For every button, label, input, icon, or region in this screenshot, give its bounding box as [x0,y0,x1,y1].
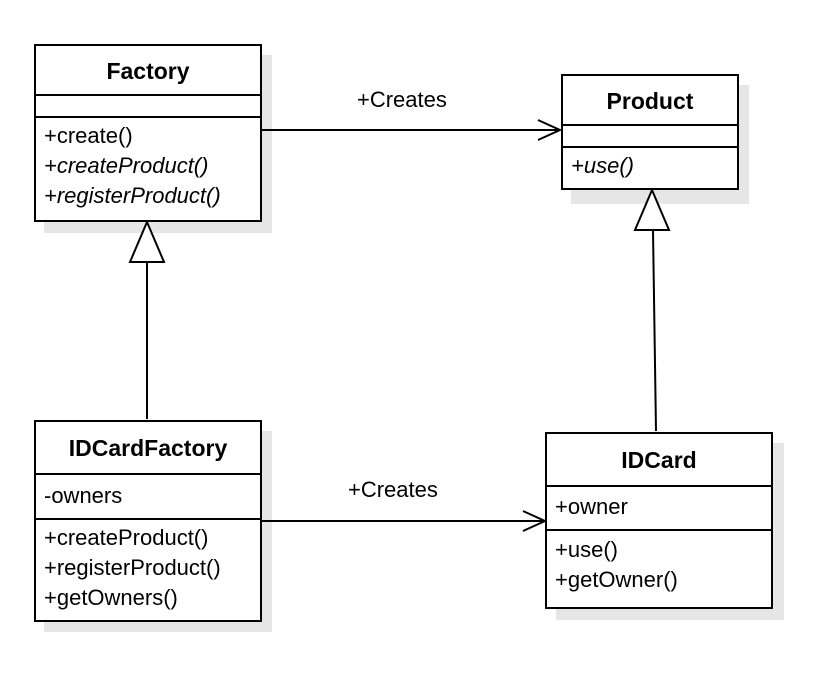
attribute-row: +owner [555,494,628,519]
class-product[interactable]: Product +use() [561,74,739,190]
operation-row: +createProduct() [44,525,209,550]
operations-section: +use() +getOwner() [547,531,771,595]
generalization-idcardfactory-factory [128,219,166,419]
operation-row: +use() [555,537,618,562]
operations-section: +create() +createProduct() +registerProduc… [36,118,260,211]
operation-row: +registerProduct() [44,183,221,208]
operation-row: +createProduct() [44,153,209,178]
creates-label-top: +Creates [357,87,447,112]
operation-row: +use() [571,153,634,178]
attributes-section: -owners [36,475,260,520]
class-factory[interactable]: Factory +create() +createProduct() +regist… [34,44,262,222]
open-arrow-head [537,119,563,141]
creates-label-bottom: +Creates [348,477,438,502]
attribute-row: -owners [44,483,123,508]
operations-section: +use() [563,148,737,181]
association-idcardfactory-idcard [262,510,548,532]
class-idcardfactory[interactable]: IDCardFactory -owners +createProduct() +r… [34,420,262,622]
hollow-triangle-head [128,219,166,263]
association-factory-product [262,119,563,141]
class-name: Product [563,76,737,126]
attributes-section: +owner [547,487,771,531]
class-idcard[interactable]: IDCard +owner +use() +getOwner() [545,432,773,609]
class-name: Factory [36,46,260,96]
attributes-section [36,96,260,118]
operation-row: +getOwners() [44,585,178,610]
operation-row: +create() [44,123,133,148]
hollow-triangle-head [633,187,671,231]
generalization-idcard-product [633,187,671,432]
class-name: IDCardFactory [36,422,260,475]
attributes-section [563,126,737,148]
class-name: IDCard [547,434,771,487]
operation-row: +registerProduct() [44,555,221,580]
operation-row: +getOwner() [555,567,678,592]
operations-section: +createProduct() +registerProduct() +getOw… [36,520,260,613]
